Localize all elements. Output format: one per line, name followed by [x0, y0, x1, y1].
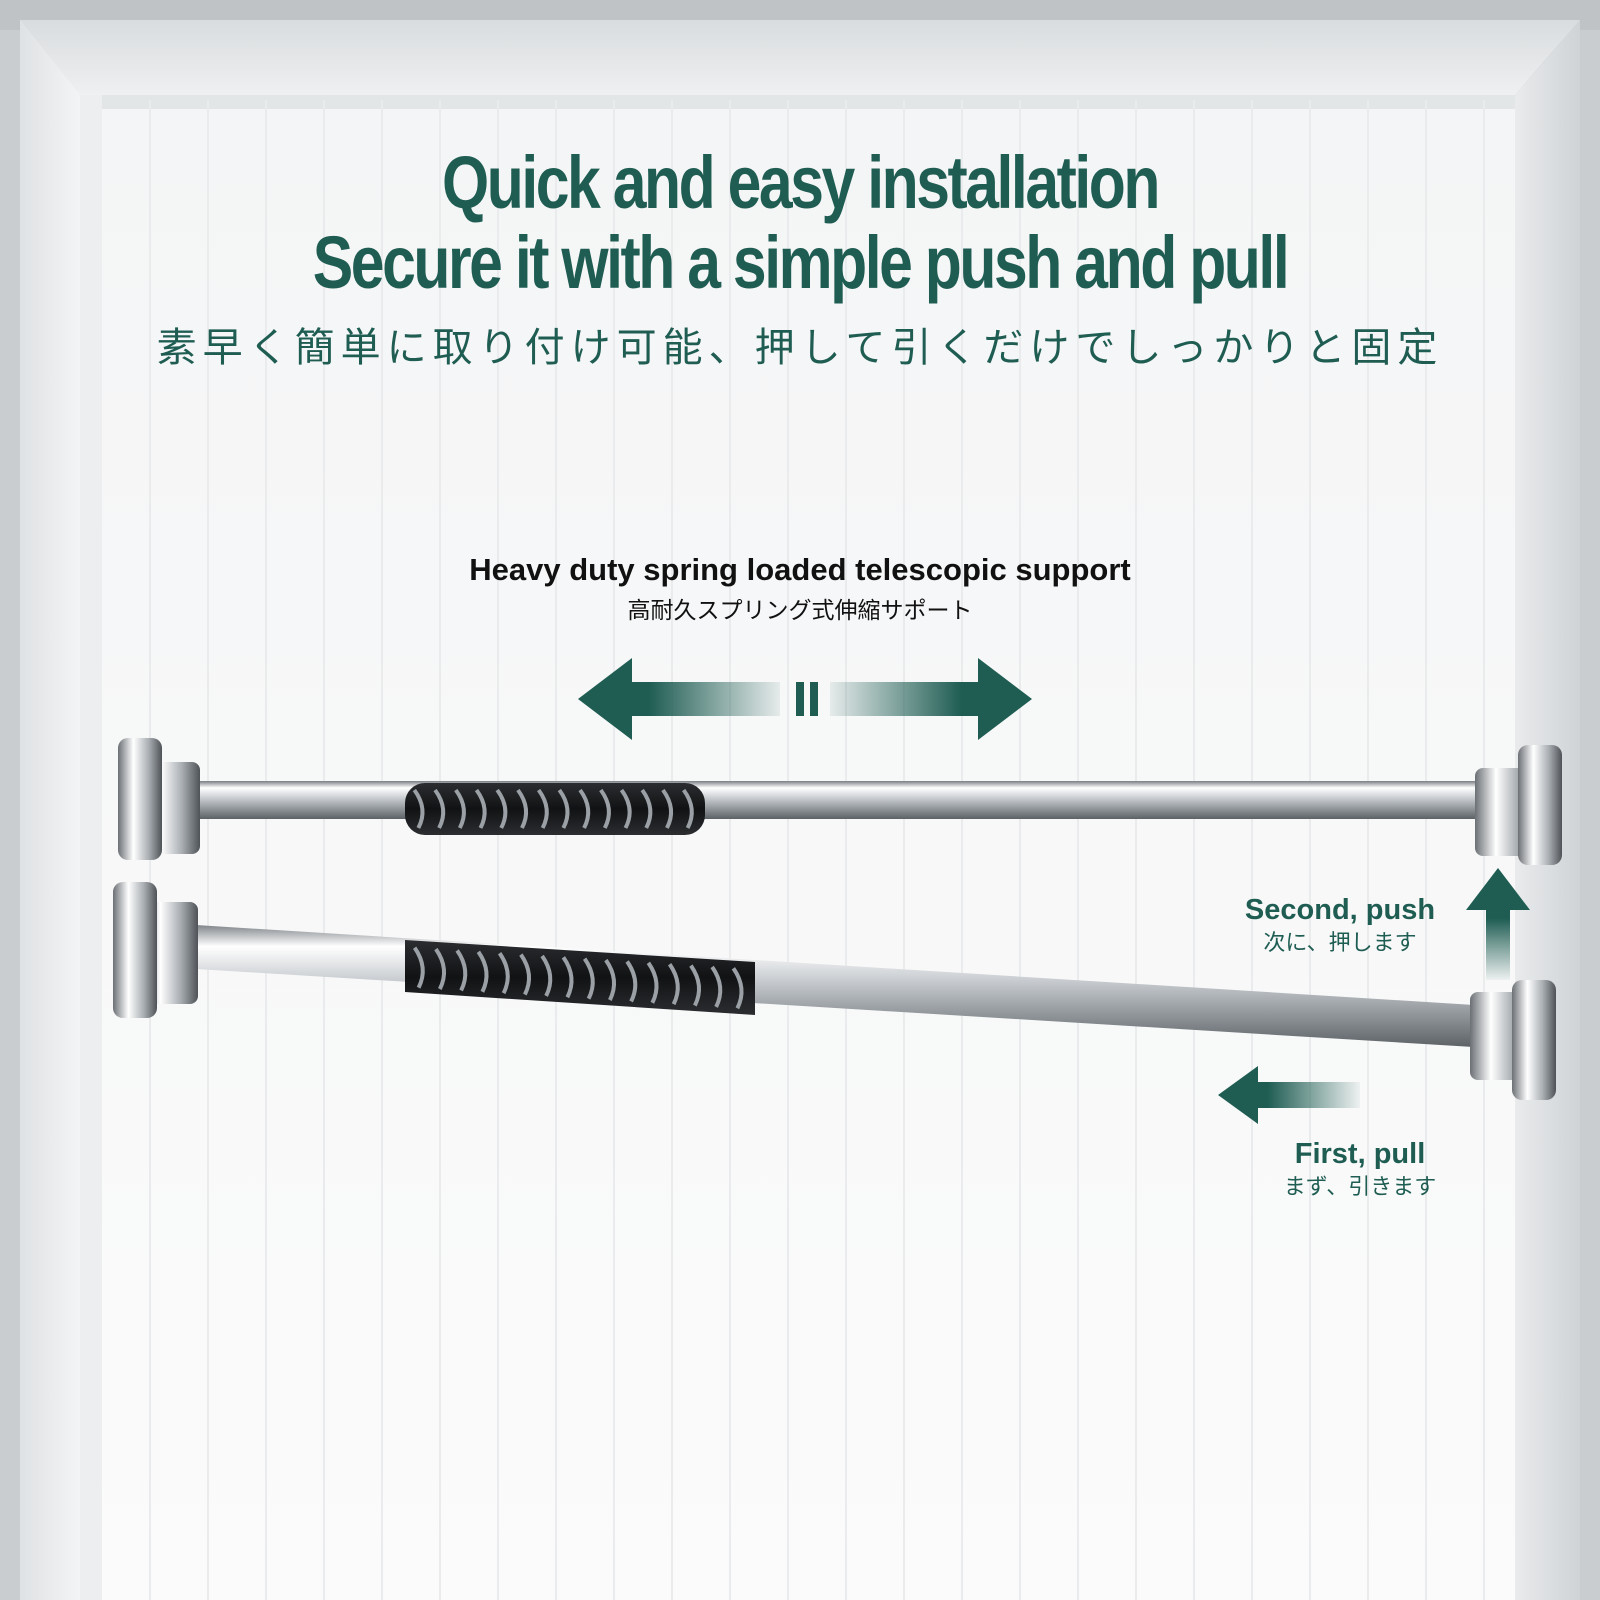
end-cap-left-pad: [118, 738, 162, 860]
door-frame-top: [20, 20, 1580, 95]
step-pull-label: First, pull: [1294, 1138, 1426, 1170]
step-pull-label-japanese: まず、引きます: [1283, 1175, 1437, 1200]
arrow-up-icon: [1466, 868, 1530, 980]
door-left-shadow: [80, 95, 102, 1600]
end-cap-right-pad: [1512, 980, 1556, 1100]
spring-window: [405, 783, 705, 835]
tension-rod-extended: [118, 738, 1562, 865]
tension-rod-installing: [113, 882, 1556, 1100]
feature-label: Heavy duty spring loaded telescopic supp…: [469, 552, 1131, 587]
step-push-label-japanese: 次に、押します: [1263, 931, 1417, 956]
headline-title: Quick and easy installation: [442, 141, 1160, 224]
step-push-label: Second, push: [1244, 894, 1436, 926]
door-frame-left: [20, 20, 80, 1600]
spring-window: [405, 940, 755, 1015]
headline-japanese: 素早く簡単に取り付け可能、押して引くだけでしっかりと固定: [156, 325, 1444, 371]
spring-coil: [412, 788, 694, 829]
spring-coil: [412, 946, 744, 1010]
door-panel: [80, 95, 1515, 1600]
door-top-shadow: [80, 95, 1515, 109]
double-arrow-icon: [578, 658, 1032, 740]
end-cap-left-pad: [113, 882, 157, 1018]
headline-subtitle: Secure it with a simple push and pull: [312, 221, 1290, 304]
end-cap-right-pad: [1518, 745, 1562, 865]
door-planks: [149, 100, 1485, 1600]
feature-label-japanese: 高耐久スプリング式伸縮サポート: [627, 598, 973, 624]
arrow-left-icon: [1218, 1066, 1360, 1124]
